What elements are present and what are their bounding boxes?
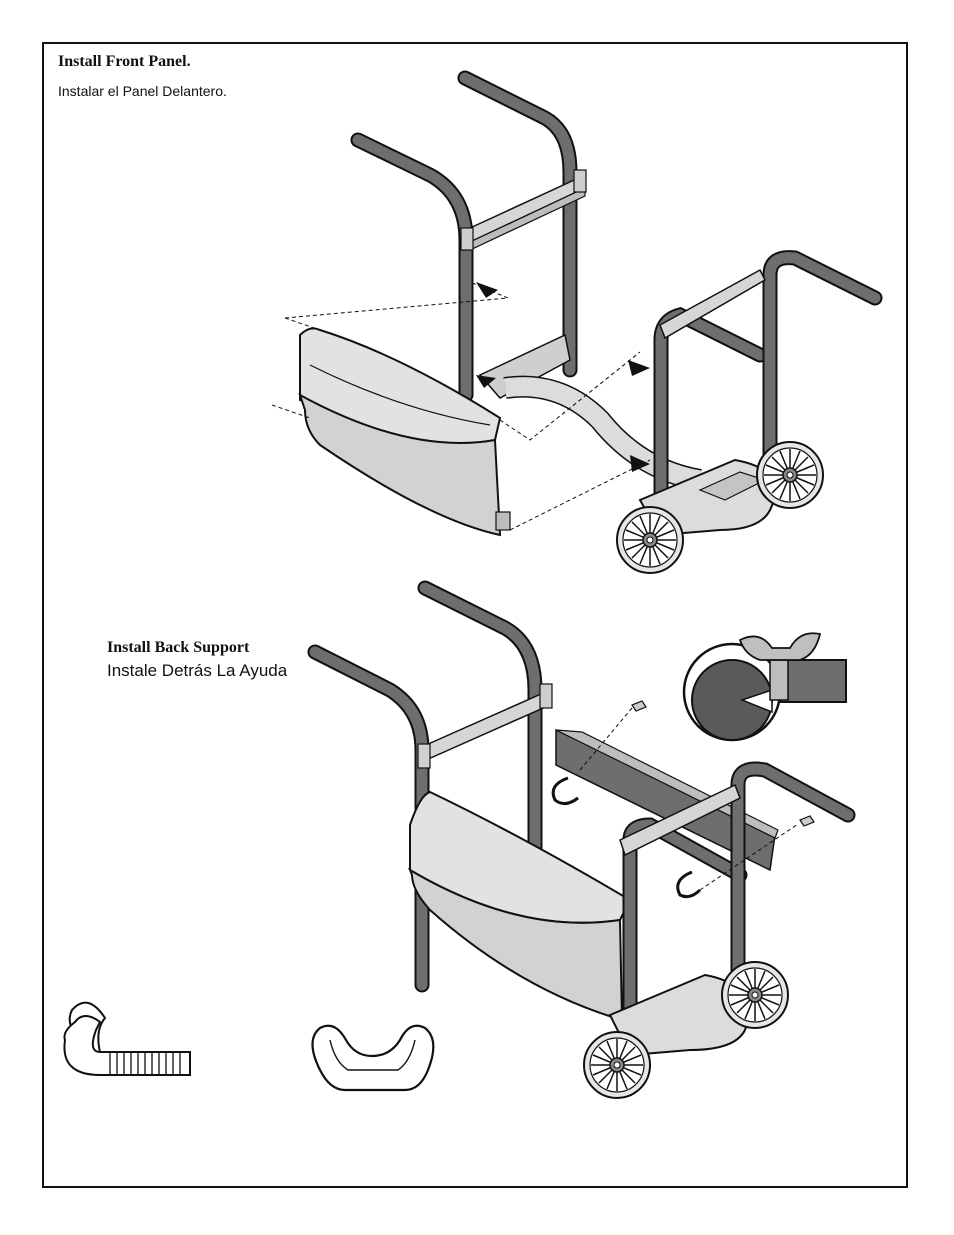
back-support-title: Install Back Support xyxy=(107,639,250,656)
page-frame xyxy=(42,42,908,1188)
back-support-subtitle: Instale Detrás La Ayuda xyxy=(107,661,288,680)
front-panel-subtitle: Instalar el Panel Delantero. xyxy=(58,83,227,99)
wheel-icon xyxy=(616,506,684,574)
wing-nut-detail xyxy=(682,632,847,742)
wheel-icon xyxy=(721,961,789,1029)
back-support-assembly xyxy=(307,580,856,1099)
wheel-icon xyxy=(583,1031,651,1099)
front-panel-title: Install Front Panel. xyxy=(58,53,191,70)
j-bolt-icon xyxy=(63,1001,191,1076)
front-panel-assembly xyxy=(271,70,883,574)
wing-nut-icon xyxy=(311,1024,435,1092)
wheel-icon xyxy=(756,441,824,509)
